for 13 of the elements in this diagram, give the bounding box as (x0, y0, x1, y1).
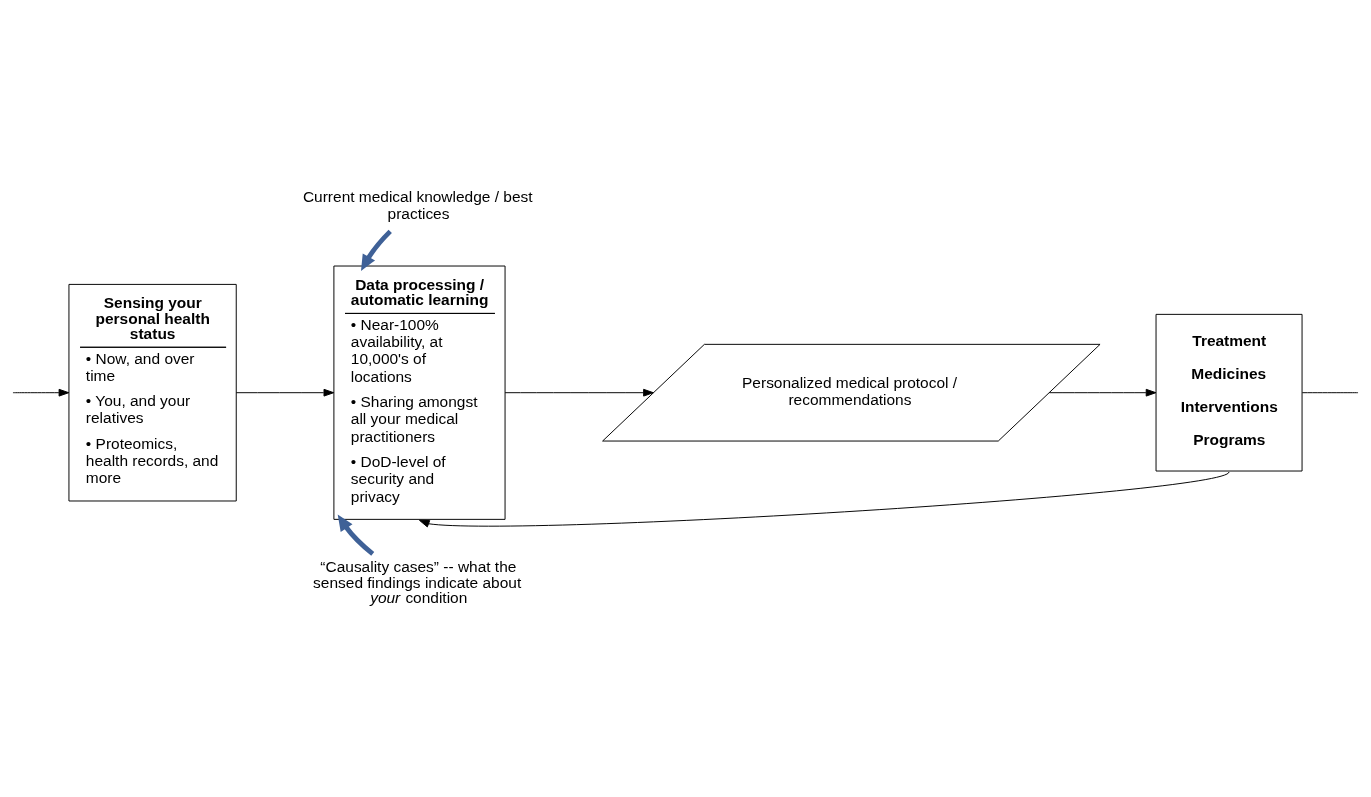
arrow (1048, 388, 1157, 397)
arrow (12, 388, 70, 397)
arrow (419, 471, 1230, 528)
node-text: Current medical knowledge / best practices (302, 188, 533, 223)
node-text: “Causality cases” -- what the sensed findings indicate about your condition (313, 558, 522, 607)
node-box: Treatment Medicines Interventions Programs (1155, 313, 1303, 472)
arrow (235, 388, 335, 397)
connector (1301, 392, 1359, 394)
arrow (361, 229, 392, 272)
arrow (337, 514, 375, 556)
node-box: Data processing / automatic learning • Near-100% availability, at 10,000's of locations • Sharing amongst all your medical practitioners • DoD-level of security and privacy (333, 265, 506, 520)
node-box: Sensing your personal health status • Now, and over time • You, and your relatives • Proteomics, health records, and more (68, 283, 237, 502)
arrow (504, 388, 654, 397)
